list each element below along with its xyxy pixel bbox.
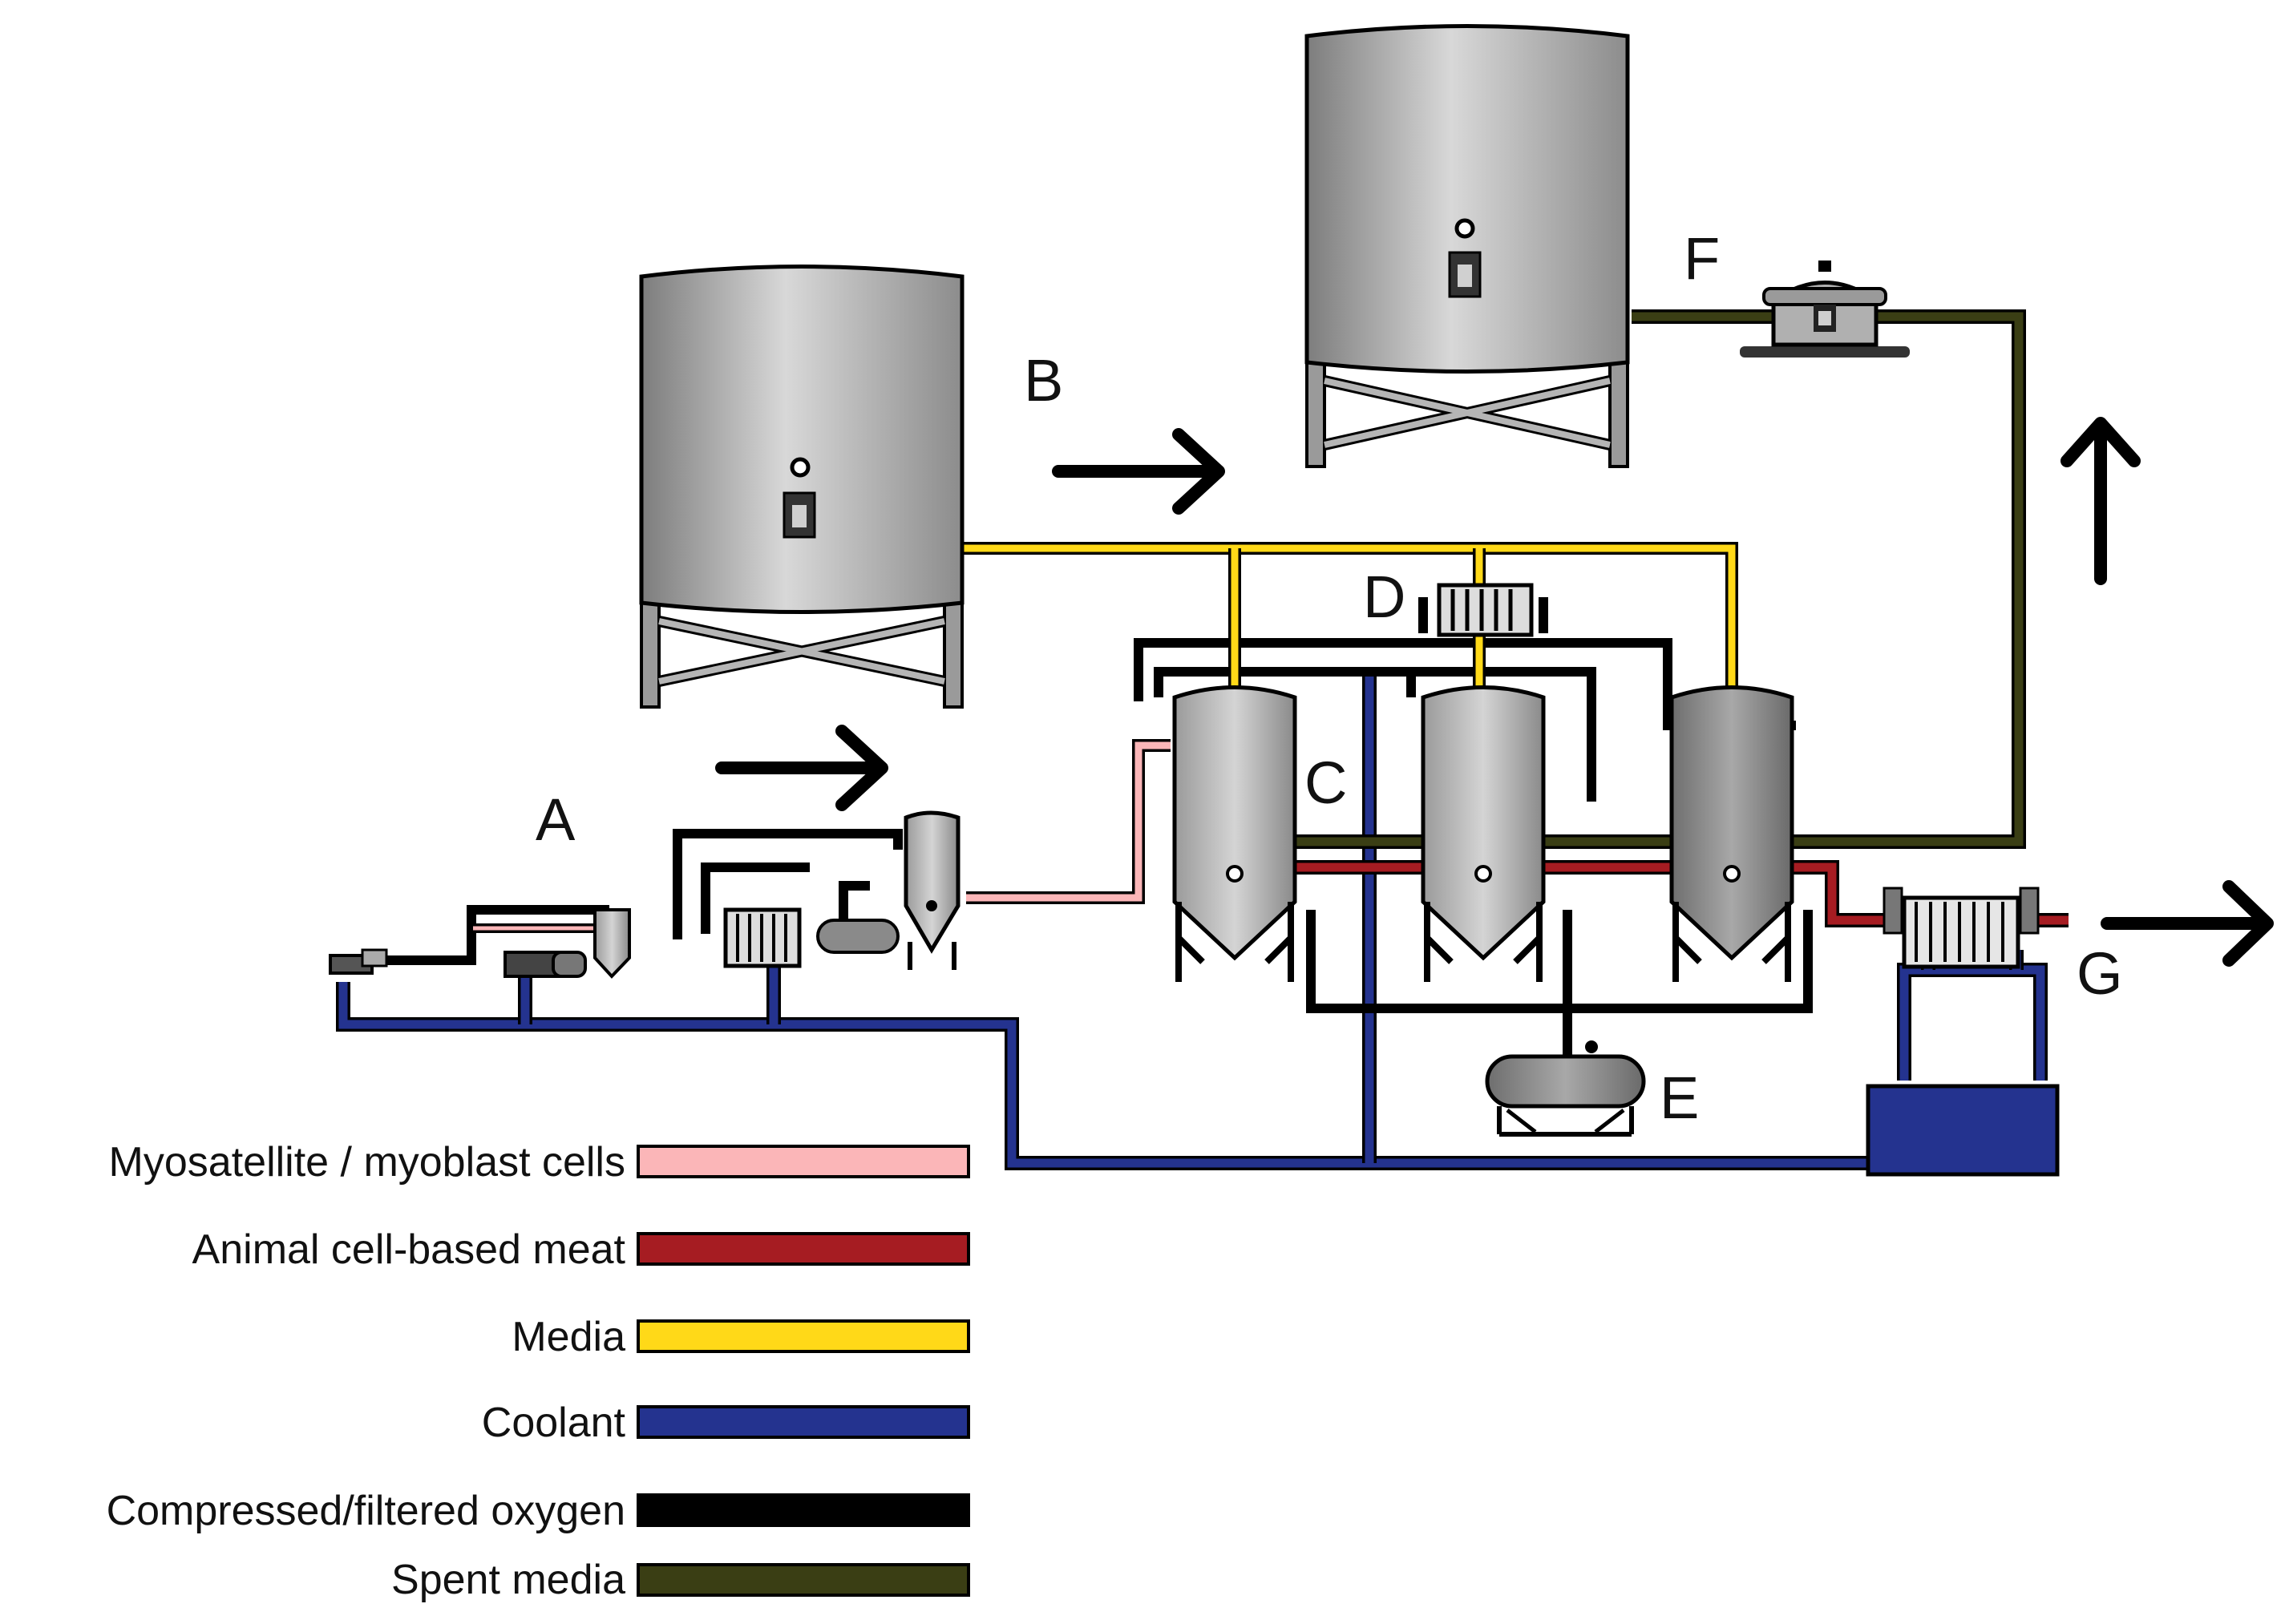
control-panel-icon [783, 491, 816, 539]
legend-item-meat: Animal cell-based meat [192, 1226, 970, 1273]
legend-label: Spent media [391, 1557, 625, 1603]
legend-item-coolant: Coolant [482, 1400, 970, 1446]
stage-label-b: B [1024, 347, 1063, 414]
legend-label: Myosatellite / myoblast cells [109, 1139, 625, 1186]
stage-label-c: C [1304, 749, 1347, 816]
legend-item-cells: Myosatellite / myoblast cells [109, 1139, 970, 1186]
filter-d [1437, 583, 1534, 637]
legend-item-oxygen: Compressed/filtered oxygen [107, 1488, 970, 1534]
legend-label: Media [512, 1314, 625, 1360]
stage-label-a: A [536, 786, 576, 853]
stage-label-g: G [2077, 940, 2123, 1007]
arrow-right-icon [715, 725, 888, 811]
legend-swatch [637, 1145, 970, 1178]
gauge-icon [1454, 218, 1475, 239]
arrow-right-icon [1052, 428, 1225, 515]
bioreactor-3 [1669, 685, 1794, 982]
stage-label-f: F [1684, 225, 1720, 292]
arrow-up-icon [2061, 417, 2141, 585]
flow-arrows [715, 417, 2274, 967]
legend-item-spent-media: Spent media [391, 1557, 970, 1603]
legend-label: Coolant [482, 1400, 626, 1446]
legend-swatch [637, 1405, 970, 1439]
arrow-right-icon [2101, 880, 2274, 967]
stage-a-equipment [329, 810, 960, 979]
tank-b [639, 265, 965, 709]
legend-swatch [637, 1493, 970, 1527]
coolant-reservoir [1866, 1084, 2060, 1177]
tank-e [1485, 1040, 1646, 1137]
stage-label-d: D [1363, 564, 1405, 630]
legend-swatch [637, 1319, 970, 1353]
tank-f [1304, 24, 1630, 468]
legend-label: Animal cell-based meat [192, 1226, 626, 1273]
gauge-icon [790, 457, 811, 478]
pump-f [1740, 261, 1910, 358]
legend-swatch [637, 1563, 970, 1597]
heat-exchanger-g [1883, 887, 2040, 969]
bioreactor-1 [1172, 685, 1297, 982]
legend-item-media: Media [512, 1314, 970, 1360]
stage-label-e: E [1660, 1064, 1699, 1131]
bioreactor-2 [1421, 685, 1546, 982]
legend-label: Compressed/filtered oxygen [107, 1488, 625, 1534]
legend-swatch [637, 1232, 970, 1266]
legend: Myosatellite / myoblast cells Animal cel… [107, 1139, 970, 1603]
